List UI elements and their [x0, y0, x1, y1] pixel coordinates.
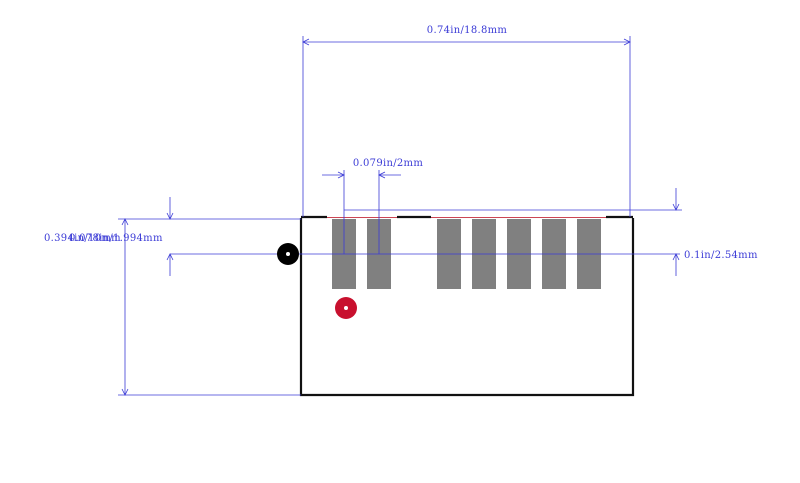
- component-outline: [299, 215, 635, 397]
- height-dimension: 0.394in/10mm: [44, 218, 301, 396]
- origin-marker-icon: [277, 243, 299, 265]
- width-dimension: 0.74in/18.8mm: [302, 25, 631, 217]
- pad-offset-dimension-label: 0.078in/1.994mm: [69, 233, 163, 244]
- pitch-dimension-label: 0.079in/2mm: [353, 158, 423, 169]
- pin1-marker-icon: [335, 297, 357, 319]
- height-dimension-label: 0.394in/10mm: [44, 233, 121, 244]
- pitch-dimension: 0.079in/2mm: [322, 158, 423, 254]
- width-dimension-label: 0.74in/18.8mm: [427, 25, 508, 36]
- pad-length-dimension-label: 0.1in/2.54mm: [684, 250, 758, 261]
- pad-length-dimension: 0.1in/2.54mm: [344, 188, 758, 276]
- pad-offset-dimension: 0.078in/1.994mm: [69, 197, 174, 276]
